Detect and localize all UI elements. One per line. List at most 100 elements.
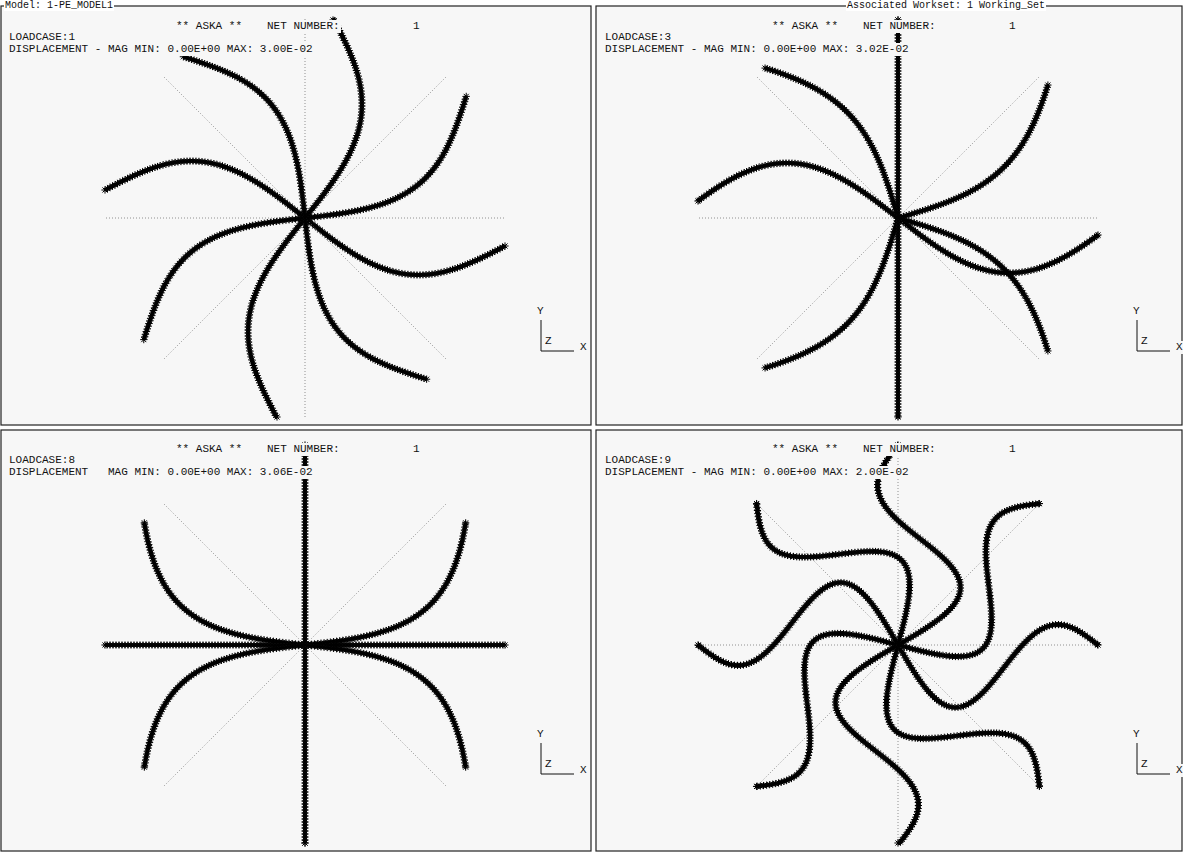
- axis-triad: [541, 743, 574, 774]
- undeformed-line: [898, 218, 1098, 219]
- node-markers: [141, 641, 309, 770]
- net-number: 1: [1008, 20, 1017, 33]
- node-markers: [141, 519, 309, 648]
- net-label: NET NUMBER:: [266, 20, 341, 33]
- undeformed-line: [898, 645, 899, 845]
- deformed-element: [765, 68, 898, 218]
- displacement-plot: [694, 16, 1170, 420]
- undeformed-line: [164, 645, 305, 786]
- node-markers: [894, 81, 1051, 221]
- deformed-element: [305, 523, 466, 645]
- net-label: NET NUMBER:: [266, 443, 341, 456]
- undeformed-line: [164, 77, 305, 218]
- displacement-range: DISPLACEMENT - MAG MIN: 0.00E+00 MAX: 3.…: [8, 43, 314, 56]
- net-label: NET NUMBER:: [862, 20, 937, 33]
- axis-label: X: [579, 764, 588, 777]
- deformed-element: [898, 218, 1048, 351]
- undeformed-line: [698, 218, 898, 219]
- program-name: ** ASKA **: [771, 20, 839, 33]
- axis-triad: [541, 320, 574, 351]
- net-number: 1: [412, 443, 421, 456]
- node-markers: [894, 214, 901, 420]
- undeformed-line: [757, 504, 898, 645]
- undeformed-line: [698, 645, 898, 646]
- deformed-element: [144, 523, 305, 645]
- node-markers: [301, 214, 430, 382]
- program-name: ** ASKA **: [771, 443, 839, 456]
- undeformed-line: [757, 645, 898, 786]
- undeformed-line: [164, 218, 305, 359]
- axis-label: Y: [536, 728, 545, 741]
- undeformed-line: [898, 504, 1039, 645]
- deformed-element: [105, 161, 305, 218]
- undeformed-line: [305, 504, 446, 645]
- node-markers: [301, 641, 308, 846]
- workset-title: Associated Workset: 1 Working_Set: [846, 0, 1046, 11]
- displacement-plot: [101, 16, 574, 420]
- deformed-element: [144, 645, 305, 767]
- axis-label: Y: [1132, 728, 1141, 741]
- axis-label: Z: [1140, 758, 1149, 771]
- deformed-element: [898, 85, 1048, 218]
- axis-label: X: [1175, 764, 1183, 777]
- deformed-element: [698, 163, 898, 218]
- undeformed-line: [898, 645, 1098, 646]
- undeformed-line: [105, 218, 305, 219]
- node-markers: [761, 64, 901, 221]
- deformed-element: [305, 218, 505, 275]
- plot-panel: [596, 6, 1182, 425]
- node-markers: [894, 621, 1101, 711]
- plot-panel: [1, 6, 591, 425]
- displacement-range: DISPLACEMENT - MAG MIN: 0.00E+00 MAX: 3.…: [604, 43, 910, 56]
- program-name: ** ASKA **: [175, 20, 243, 33]
- undeformed-line: [305, 218, 505, 219]
- displacement-plot: [101, 441, 574, 846]
- axis-triad: [1137, 743, 1170, 774]
- node-markers: [883, 641, 1043, 790]
- node-markers: [694, 579, 901, 669]
- node-markers: [301, 519, 469, 648]
- plot-panel: [1, 430, 591, 851]
- net-number: 1: [1008, 443, 1017, 456]
- undeformed-line: [305, 218, 306, 418]
- node-markers: [244, 214, 308, 420]
- undeformed-line: [305, 645, 446, 786]
- deformed-element: [836, 645, 919, 843]
- axis-label: Z: [544, 335, 553, 348]
- node-markers: [832, 641, 922, 846]
- net-number: 1: [412, 20, 421, 33]
- node-markers: [140, 214, 308, 343]
- displacement-range: DISPLACEMENT MAG MIN: 0.00E+00 MAX: 3.06…: [8, 466, 314, 479]
- axis-label: Y: [536, 305, 545, 318]
- node-markers: [180, 53, 309, 221]
- model-title: Model: 1-PE_MODEL1: [4, 0, 114, 11]
- node-markers: [694, 159, 901, 221]
- node-markers: [894, 214, 1051, 354]
- axis-label: X: [1175, 341, 1183, 354]
- deformed-element: [248, 218, 305, 417]
- undeformed-line: [164, 504, 305, 645]
- node-markers: [301, 214, 508, 278]
- node-markers: [301, 93, 469, 222]
- axis-label: X: [579, 341, 588, 354]
- undeformed-line: [305, 218, 446, 359]
- plot-panel: [596, 430, 1182, 851]
- axis-label: Y: [1132, 305, 1141, 318]
- displacement-range: DISPLACEMENT - MAG MIN: 0.00E+00 MAX: 2.…: [604, 466, 910, 479]
- deformed-element: [886, 645, 1039, 786]
- deformed-element: [305, 645, 466, 767]
- deformed-element: [765, 218, 898, 368]
- axis-label: Z: [544, 758, 553, 771]
- axis-triad: [1137, 320, 1170, 351]
- axis-label: Z: [1140, 335, 1149, 348]
- net-label: NET NUMBER:: [862, 443, 937, 456]
- undeformed-line: [898, 645, 1039, 786]
- undeformed-line: [305, 77, 446, 218]
- node-markers: [101, 157, 308, 221]
- program-name: ** ASKA **: [175, 443, 243, 456]
- node-markers: [761, 214, 901, 371]
- displacement-plot: [694, 441, 1170, 846]
- node-markers: [301, 641, 469, 770]
